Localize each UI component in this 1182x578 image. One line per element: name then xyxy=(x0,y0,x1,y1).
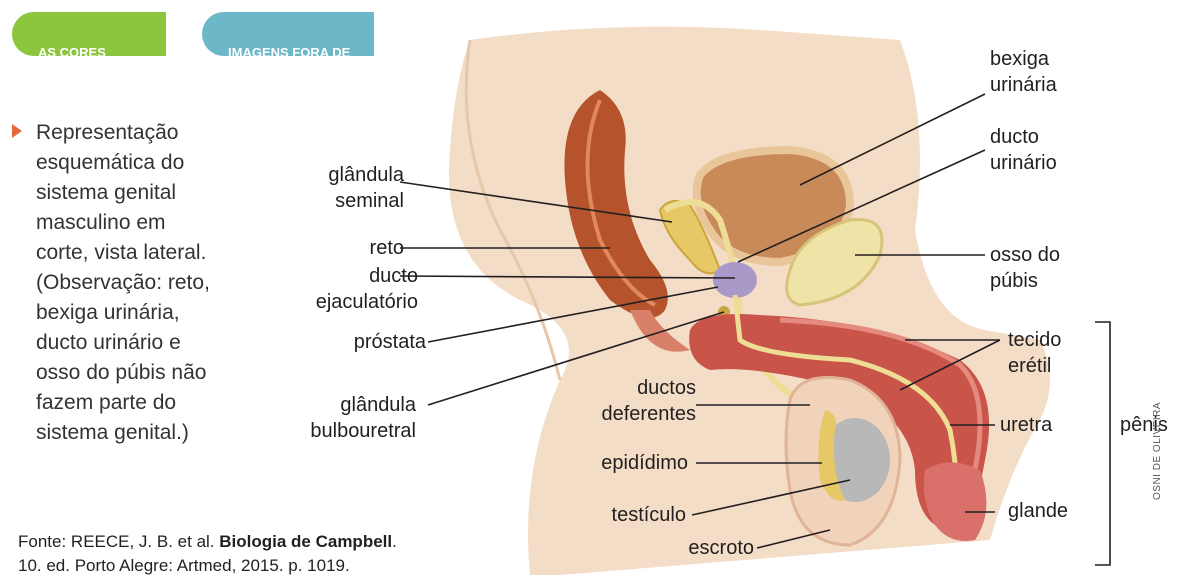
label-rectum: reto xyxy=(300,235,404,261)
label-epididymis: epidídimo xyxy=(560,450,688,476)
source-title: Biologia de Campbell xyxy=(219,532,392,551)
label-erectile-tissue: tecido erétil xyxy=(1008,327,1061,379)
label-ejaculatory-duct: ducto ejaculatório xyxy=(270,263,418,315)
source-citation: Fonte: REECE, J. B. et al. Biologia de C… xyxy=(18,530,397,578)
label-urethra: uretra xyxy=(1000,412,1052,438)
label-pubic-bone: osso do púbis xyxy=(990,242,1060,294)
source-prefix: Fonte: REECE, J. B. et al. xyxy=(18,532,219,551)
label-seminal-gland: glândula seminal xyxy=(300,162,404,214)
label-urinary-bladder: bexiga urinária xyxy=(990,46,1057,98)
label-vas-deferens: ductos deferentes xyxy=(560,375,696,427)
label-urinary-duct: ducto urinário xyxy=(990,124,1057,176)
label-prostate: próstata xyxy=(300,329,426,355)
prostate-shape xyxy=(713,262,757,298)
penis-bracket xyxy=(1095,322,1110,565)
label-bulbourethral-gland: glândula bulbouretral xyxy=(270,392,416,444)
label-scrotum: escroto xyxy=(620,535,754,561)
label-glans: glande xyxy=(1008,498,1068,524)
label-testis: testículo xyxy=(560,502,686,528)
illustrator-credit: OSNI DE OLIVEIRA xyxy=(1152,402,1163,500)
